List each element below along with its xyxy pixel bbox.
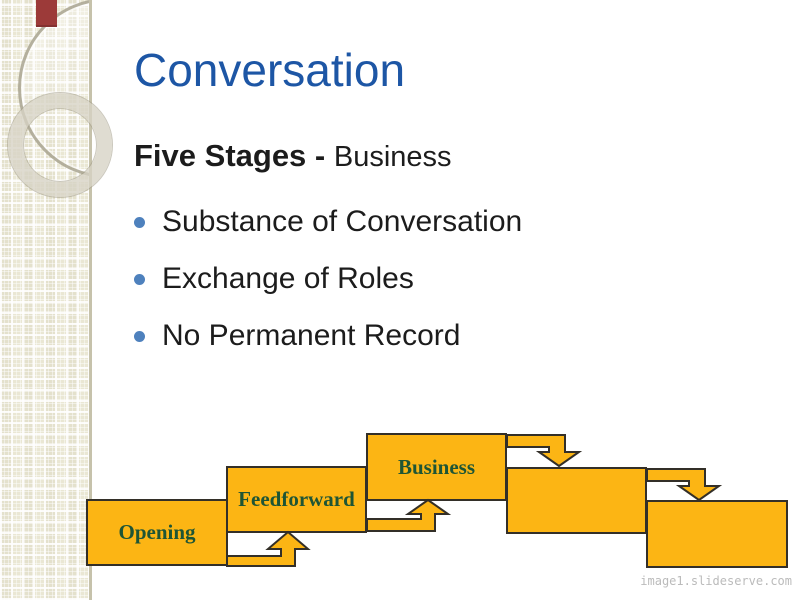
bullet-text: Substance of Conversation bbox=[162, 205, 523, 238]
stage-box-fifth bbox=[646, 500, 788, 568]
bullet-item: Substance of Conversation bbox=[134, 203, 522, 241]
sidebar-texture bbox=[0, 0, 92, 600]
stage-box-fourth bbox=[506, 467, 647, 534]
bent-up-arrow-1 bbox=[226, 530, 311, 567]
bullet-dot-icon bbox=[134, 216, 145, 228]
heading-bold-text: Five Stages - bbox=[134, 138, 334, 173]
heading-regular-text: Business bbox=[333, 141, 452, 173]
section-heading: Five Stages - Business bbox=[134, 138, 452, 174]
bullet-text: Exchange of Roles bbox=[162, 262, 414, 295]
stage-box-opening: Opening bbox=[86, 499, 228, 566]
bullet-dot-icon bbox=[134, 273, 145, 285]
slide-title: Conversation bbox=[134, 44, 406, 96]
bullet-item: Exchange of Roles bbox=[134, 260, 414, 298]
red-accent-rectangle bbox=[36, 0, 57, 27]
bullet-item: No Permanent Record bbox=[134, 317, 460, 355]
bullet-dot-icon bbox=[134, 330, 145, 342]
bent-down-arrow-2 bbox=[646, 468, 723, 502]
stage-box-feedforward: Feedforward bbox=[226, 466, 367, 533]
watermark-text: image1.slideserve.com bbox=[640, 574, 792, 588]
stage-box-business: Business bbox=[366, 433, 507, 501]
bullet-text: No Permanent Record bbox=[162, 319, 461, 352]
bent-up-arrow-2 bbox=[366, 498, 452, 532]
decorative-ring bbox=[8, 93, 112, 197]
bent-down-arrow-1 bbox=[506, 434, 583, 468]
